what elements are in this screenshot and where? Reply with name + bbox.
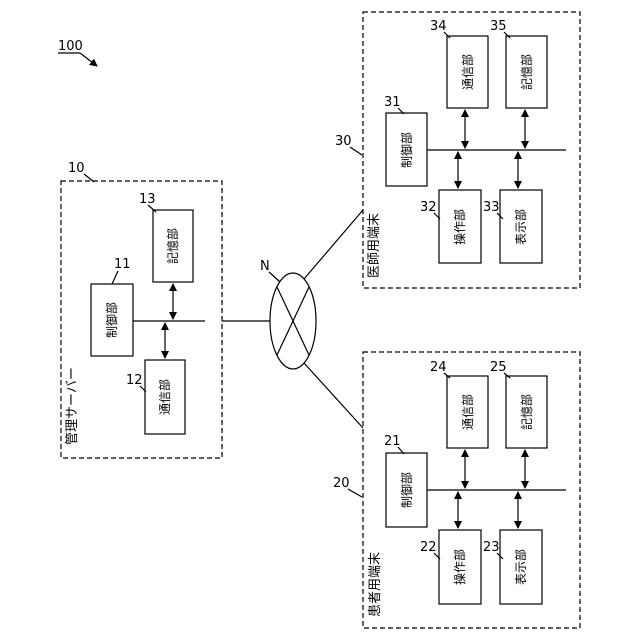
doctor-operation-ref: 32	[420, 200, 437, 215]
patient-operation-ref: 22	[420, 540, 437, 555]
server-comm-label: 通信部	[157, 379, 172, 415]
doctor-terminal: 30 医師用端末 制御部 31 通信部 34 記憶部 35 操作部 32 表示部…	[335, 12, 580, 288]
server-ref: 10	[68, 161, 85, 176]
network-label-leader	[269, 272, 280, 282]
patient-terminal: 20 患者用端末 制御部 21 通信部 24 記憶部 25 操作部 22 表示部…	[333, 352, 580, 628]
system-ref: 100	[58, 39, 83, 54]
patient-ref: 20	[333, 476, 350, 491]
doctor-ref: 30	[335, 134, 352, 149]
patient-control-ref: 21	[384, 434, 401, 449]
doctor-comm-ref: 34	[430, 19, 447, 34]
server-control-leader	[112, 271, 118, 284]
network-patient-link	[304, 363, 363, 428]
management-server: 10 管理サーバー 制御部 11 通信部 12 記憶部 13	[61, 161, 222, 458]
doctor-storage-ref: 35	[490, 19, 507, 34]
network: N	[222, 210, 363, 428]
server-title: 管理サーバー	[65, 367, 80, 445]
patient-storage-label: 記憶部	[519, 394, 534, 430]
patient-ref-leader	[348, 489, 362, 497]
server-control-ref: 11	[114, 257, 131, 272]
doctor-ref-leader	[350, 147, 362, 155]
doctor-control-label: 制御部	[399, 132, 414, 168]
system-ref-arrow	[80, 53, 97, 66]
server-control-label: 制御部	[104, 302, 119, 338]
doctor-display-ref: 33	[483, 200, 500, 215]
network-doctor-link	[304, 210, 363, 279]
doctor-control-ref: 31	[384, 95, 401, 110]
server-comm-ref: 12	[126, 373, 143, 388]
patient-operation-label: 操作部	[452, 549, 467, 585]
patient-comm-label: 通信部	[460, 394, 475, 430]
patient-control-label: 制御部	[399, 472, 414, 508]
patient-title: 患者用端末	[368, 552, 383, 617]
patient-display-label: 表示部	[513, 549, 528, 585]
patient-comm-ref: 24	[430, 360, 447, 375]
patient-display-ref: 23	[483, 540, 500, 555]
doctor-display-label: 表示部	[513, 209, 528, 245]
doctor-operation-label: 操作部	[452, 209, 467, 245]
server-storage-label: 記憶部	[165, 228, 180, 264]
patient-storage-ref: 25	[490, 360, 507, 375]
doctor-storage-label: 記憶部	[519, 54, 534, 90]
server-storage-ref: 13	[139, 192, 156, 207]
server-frame	[61, 181, 222, 458]
doctor-comm-label: 通信部	[460, 54, 475, 90]
doctor-title: 医師用端末	[367, 213, 382, 278]
network-label: N	[260, 259, 270, 274]
